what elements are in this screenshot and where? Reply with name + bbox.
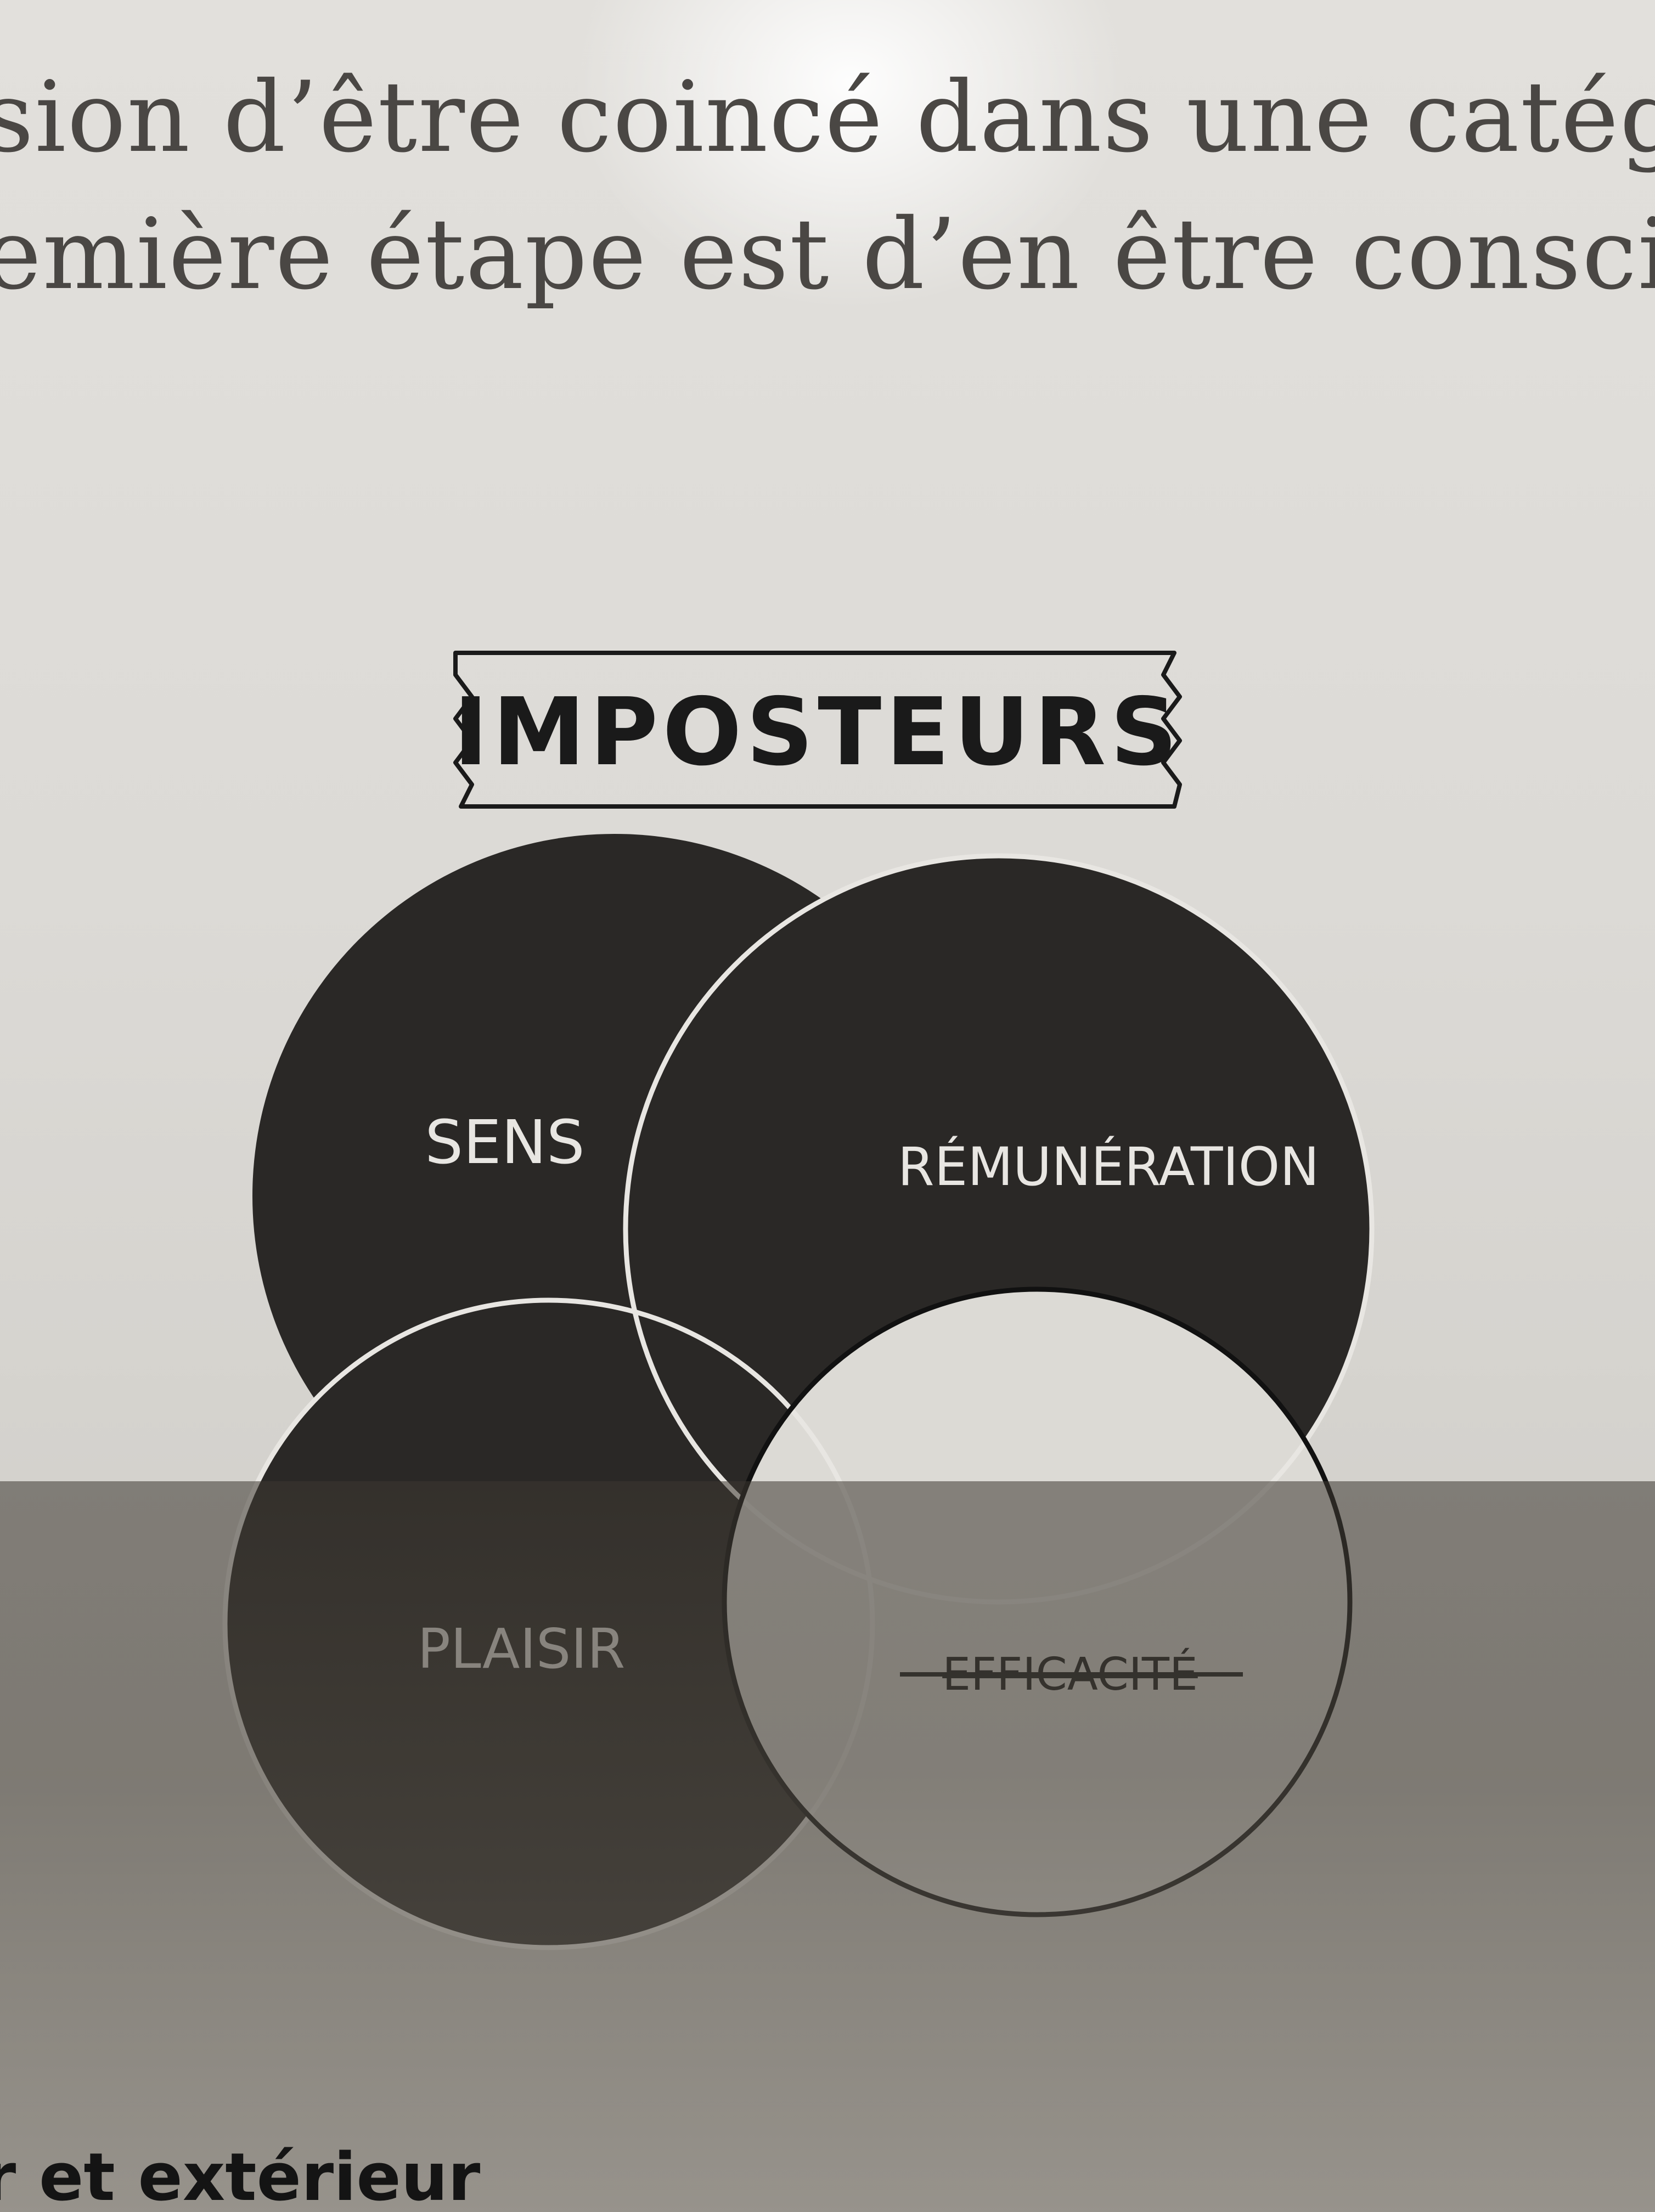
body-text-line-1: sion d’être coincé dans une catég — [0, 60, 1655, 174]
label-sens: SENS — [425, 1107, 584, 1177]
banner-frame — [453, 651, 1182, 809]
body-text-line-2: emière étape est d’en être conscie — [0, 198, 1655, 311]
label-remuneration: RÉMUNÉRATION — [898, 1136, 1319, 1198]
label-plaisir: PLAISIR — [418, 1617, 626, 1681]
diagram-title: IMPOSTEURS — [453, 678, 1182, 787]
title-banner: IMPOSTEURS — [450, 642, 1185, 823]
footer-heading: r et extérieur — [0, 2140, 481, 2212]
